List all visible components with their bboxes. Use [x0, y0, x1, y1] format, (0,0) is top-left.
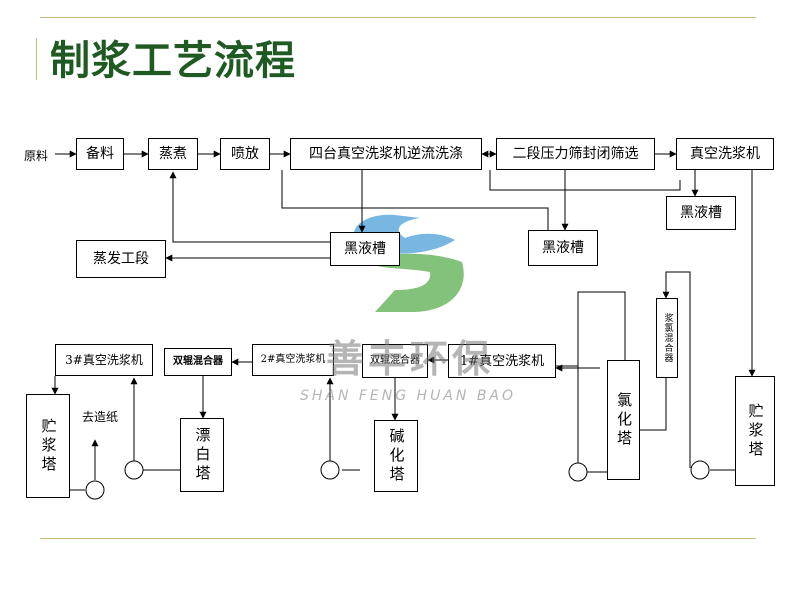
box-wash3: 3#真空洗浆机: [55, 344, 153, 376]
box-wash2: 2#真空洗浆机: [252, 344, 334, 376]
box-piaobai-label: 漂白塔: [193, 426, 212, 484]
pump-circle: [568, 462, 588, 482]
box-zhengzhu: 蒸煮: [148, 138, 198, 170]
box-zhenkong-washer: 真空洗浆机: [676, 138, 774, 170]
box-erduan-screen: 二段压力筛封闭筛选: [496, 138, 655, 170]
box-heiye-right: 黑液槽: [666, 196, 736, 230]
box-heiye-mid: 黑液槽: [528, 230, 598, 266]
box-jianhua: 碱化塔: [374, 420, 418, 492]
box-mixer-small: 双辊混合器: [362, 344, 428, 378]
output-label: 去造纸: [82, 410, 119, 424]
input-label: 原料: [24, 149, 49, 163]
box-jianglv-mixer-label: 浆氯混合器: [662, 313, 673, 363]
box-mixer-bold: 双辊混合器: [164, 348, 232, 376]
pump-circle: [124, 460, 144, 480]
pump-circle: [320, 460, 340, 480]
watermark-logo-green-mark: [360, 253, 464, 312]
pump-circle: [85, 480, 105, 500]
box-jianhua-label: 碱化塔: [387, 427, 406, 485]
box-beiliao: 备料: [76, 138, 124, 170]
page-title: 制浆工艺流程: [50, 38, 296, 84]
box-lvhua: 氯化塔: [607, 360, 640, 480]
box-zhengfa: 蒸发工段: [76, 240, 166, 278]
watermark-cn: 善丰环保: [325, 337, 494, 381]
box-sitai-washers: 四台真空洗浆机逆流洗涤: [290, 138, 482, 170]
box-penfang: 喷放: [220, 138, 270, 170]
pump-circle: [690, 460, 710, 480]
box-wash1: 1#真空洗浆机: [448, 344, 556, 378]
top-rule: [40, 17, 756, 18]
box-chuzhang-right-label: 贮浆塔: [746, 402, 765, 460]
box-chuzhang-left-label: 贮浆塔: [39, 417, 58, 475]
box-heiye-left: 黑液槽: [330, 232, 400, 266]
bottom-rule: [40, 538, 756, 539]
box-piaobai: 漂白塔: [180, 418, 224, 492]
box-chuzhang-left: 贮浆塔: [26, 394, 70, 498]
box-jianglv-mixer: 浆氯混合器: [656, 298, 678, 378]
watermark-en: SHAN FENG HUAN BAO: [299, 388, 517, 404]
title-left-rule: [36, 38, 37, 80]
box-chuzhang-right: 贮浆塔: [735, 376, 775, 486]
box-lvhua-label: 氯化塔: [615, 391, 633, 449]
